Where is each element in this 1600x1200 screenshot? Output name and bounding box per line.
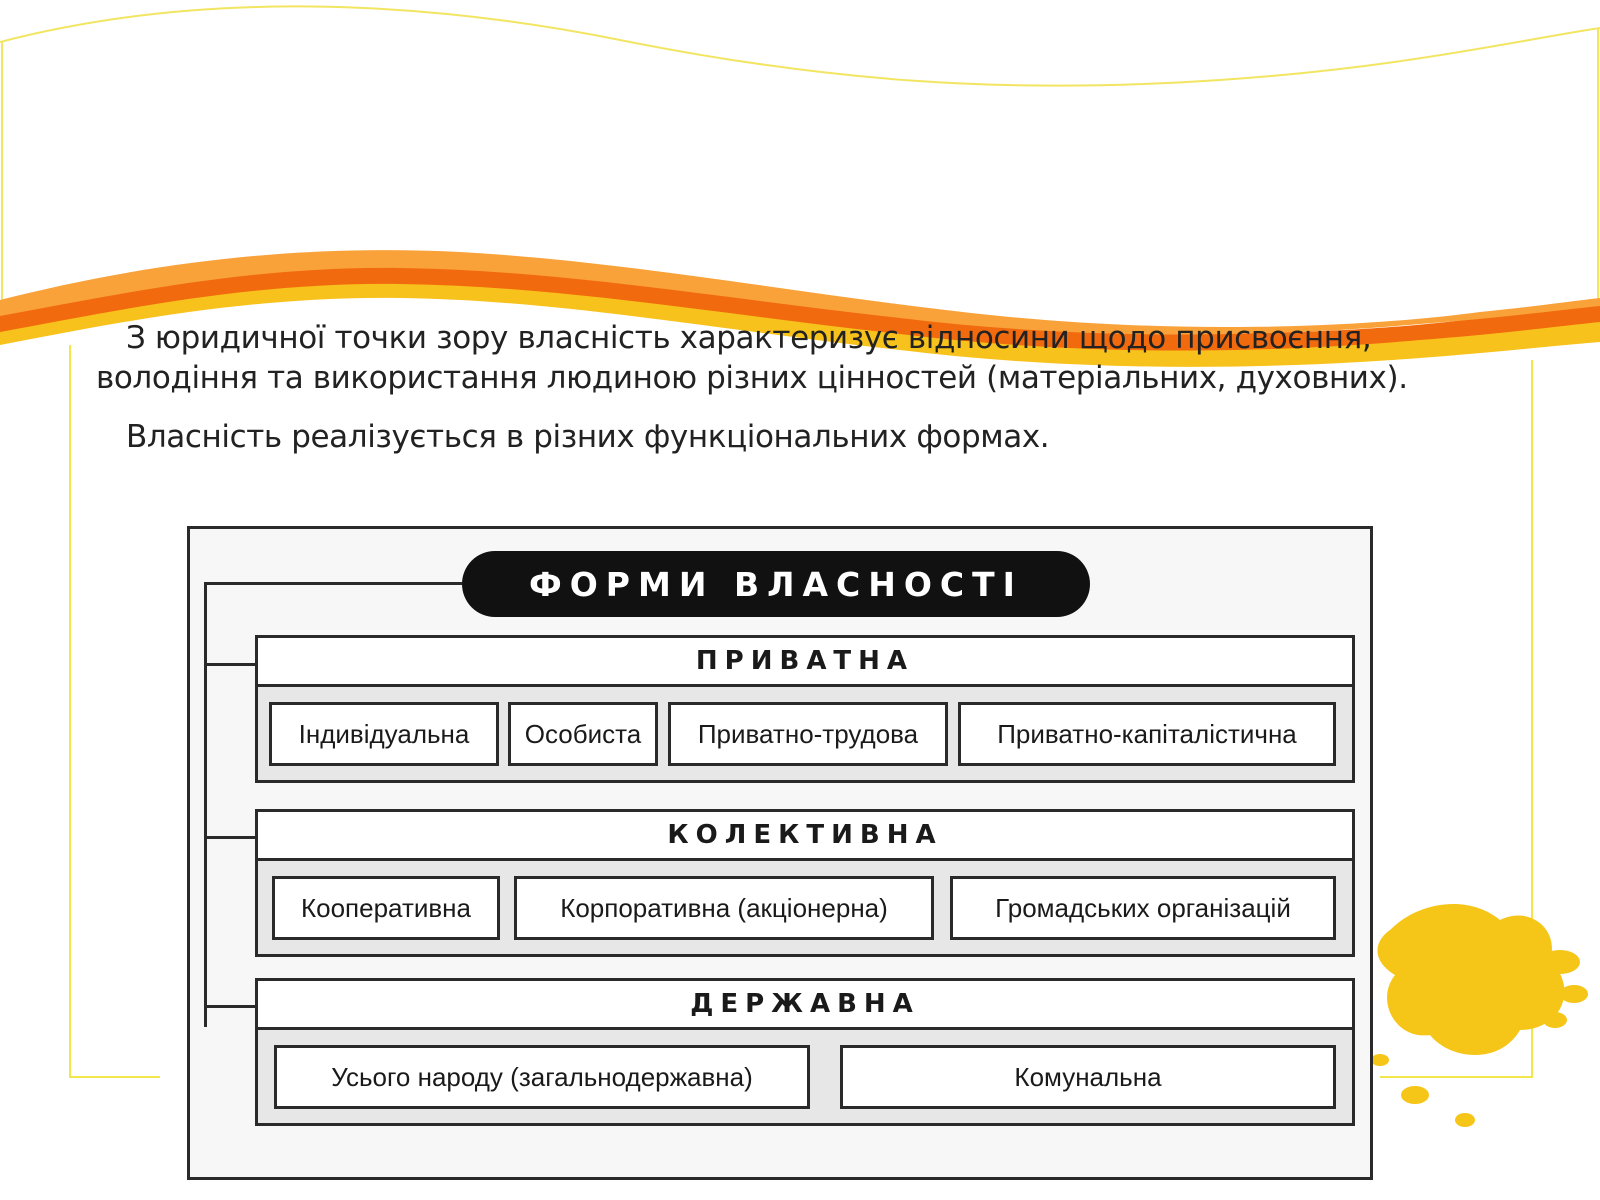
group-state: ДЕРЖАВНА Усього народу (загальнодержавна…: [255, 978, 1355, 1126]
item-private-labor: Приватно-трудова: [668, 702, 948, 766]
group-collective: КОЛЕКТИВНА Кооперативна Корпоративна (ак…: [255, 809, 1355, 957]
group-private: ПРИВАТНА Індивідуальна Особиста Приватно…: [255, 635, 1355, 783]
connector-to-collective: [204, 836, 255, 839]
item-individual: Індивідуальна: [269, 702, 499, 766]
group-collective-title: КОЛЕКТИВНА: [258, 812, 1352, 861]
light-wave-band: [0, 250, 1600, 335]
item-communal: Комунальна: [840, 1045, 1336, 1109]
connector-to-title: [204, 582, 462, 585]
paragraph-forms-text: Власність реалізується в різних функціон…: [126, 419, 1050, 455]
slide-text: З юридичної точки зору власність характе…: [96, 318, 1536, 457]
item-personal: Особиста: [508, 702, 658, 766]
item-cooperative: Кооперативна: [272, 876, 500, 940]
item-corporate: Корпоративна (акціонерна): [514, 876, 934, 940]
paragraph-forms: Власність реалізується в різних функціон…: [96, 417, 1536, 457]
diagram-title: ФОРМИ ВЛАСНОСТІ: [462, 551, 1090, 617]
connector-to-state: [204, 1005, 255, 1008]
paragraph-definition-text: З юридичної точки зору власність характе…: [96, 320, 1408, 396]
connector-to-private: [204, 663, 255, 666]
content-frame: [69, 345, 1533, 1078]
paint-splash-decoration: [1371, 903, 1588, 1127]
ownership-forms-diagram: ФОРМИ ВЛАСНОСТІ ПРИВАТНА Індивідуальна О…: [187, 526, 1373, 1180]
item-national: Усього народу (загальнодержавна): [274, 1045, 810, 1109]
group-state-title: ДЕРЖАВНА: [258, 981, 1352, 1030]
top-wave-line: [0, 5, 1600, 87]
connector-vertical: [204, 582, 207, 1027]
paragraph-definition: З юридичної точки зору власність характе…: [96, 318, 1536, 398]
item-public-organizations: Громадських організацій: [950, 876, 1336, 940]
group-private-title: ПРИВАТНА: [258, 638, 1352, 687]
item-private-capitalist: Приватно-капіталістична: [958, 702, 1336, 766]
